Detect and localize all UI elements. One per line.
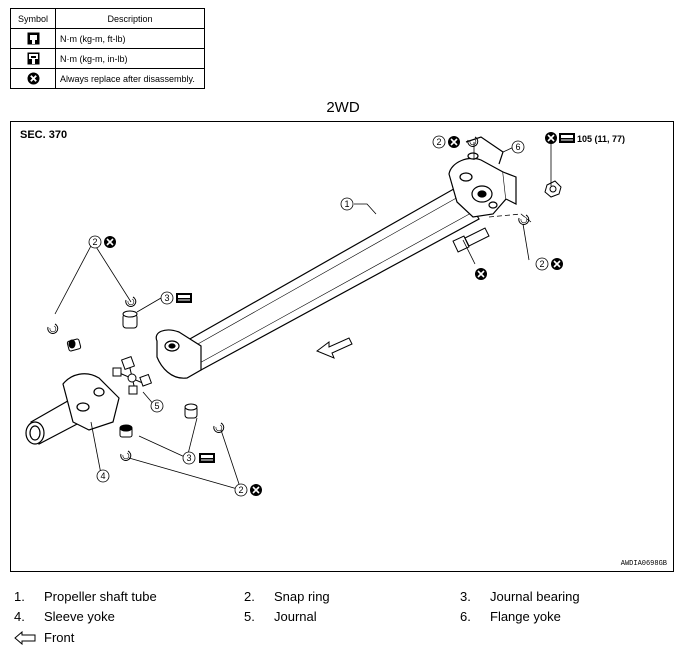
symbol-description: Always replace after disassembly. [55, 68, 205, 89]
legend-label: Flange yoke [490, 609, 561, 624]
section-label: SEC. 370 [20, 129, 68, 141]
tube-yoke [155, 329, 202, 379]
symbol-table: Symbol Description N·m (kg-m, ft-lb) N·m… [10, 8, 205, 89]
always-replace-icon [544, 131, 558, 145]
propeller-shaft-diagram: 1 2 6 2 2 3 [25, 131, 625, 497]
legend-label: Journal bearing [490, 589, 580, 604]
symbol-column-header: Symbol [10, 8, 56, 29]
leader-lines [54, 142, 552, 491]
torque-wrench-inlb-icon [27, 52, 39, 65]
callout-3-bottom: 3 [182, 451, 216, 465]
callout-1: 1 [340, 197, 354, 211]
always-replace-icon [474, 267, 488, 281]
callout-number: 2 [92, 237, 97, 247]
legend-number: 4. [14, 609, 25, 624]
callout-number: 2 [539, 259, 544, 269]
symbol-description: N·m (kg-m, in-lb) [55, 48, 205, 69]
legend-label: Front [44, 630, 75, 645]
legend-label: Snap ring [274, 589, 330, 604]
torque-wrench-icon [27, 32, 39, 45]
description-column-header: Description [55, 8, 205, 29]
callout-2-bottom: 2 [234, 483, 263, 497]
torque-wrench-icon [558, 132, 576, 144]
view-title: 2WD [326, 99, 360, 116]
always-replace-icon [27, 72, 39, 85]
front-arrow-icon [315, 337, 353, 359]
symbol-table-header: Symbol Description [10, 8, 205, 29]
legend-number: 2. [244, 589, 255, 604]
callout-2-left: 2 [88, 235, 117, 249]
symbol-description: N·m (kg-m, ft-lb) [55, 28, 205, 49]
callout-2-right: 2 [535, 257, 564, 271]
propeller-shaft-tube [180, 185, 480, 371]
legend-number: 5. [244, 609, 255, 624]
legend-label: Propeller shaft tube [44, 589, 157, 604]
callout-4: 4 [96, 469, 110, 483]
symbol-row: N·m (kg-m, ft-lb) [10, 28, 205, 49]
callout-5: 5 [150, 399, 164, 413]
torque-spec: 105 (11, 77) [577, 134, 625, 144]
figure-code: AWDIA0698GB [620, 560, 667, 568]
flange-nut [544, 180, 562, 198]
callout-number: 3 [164, 293, 169, 303]
callout-number: 6 [515, 142, 520, 152]
legend-number: 6. [460, 609, 471, 624]
legend-label: Journal [274, 609, 317, 624]
callout-3-top: 3 [160, 291, 193, 305]
callout-number: 3 [186, 453, 191, 463]
legend-label: Sleeve yoke [44, 609, 115, 624]
diagram-frame: SEC. 370 [10, 121, 674, 572]
flange-bolt [452, 227, 490, 253]
callouts: 1 2 6 2 2 3 [88, 135, 564, 497]
symbol-row: N·m (kg-m, in-lb) [10, 48, 205, 69]
front-arrow-icon [14, 631, 36, 645]
callout-number: 1 [344, 199, 349, 209]
callout-number: 2 [238, 485, 243, 495]
symbol-row: Always replace after disassembly. [10, 68, 205, 89]
journal-bearing [66, 310, 198, 438]
sleeve-yoke [25, 373, 120, 445]
callout-2-top: 2 [432, 135, 461, 149]
journal [112, 355, 153, 395]
legend-number: 3. [460, 589, 471, 604]
callout-number: 5 [154, 401, 159, 411]
callout-number: 2 [436, 137, 441, 147]
callout-6: 6 [511, 140, 525, 154]
callout-number: 4 [100, 471, 105, 481]
flange-yoke [448, 136, 517, 218]
legend-number: 1. [14, 589, 25, 604]
